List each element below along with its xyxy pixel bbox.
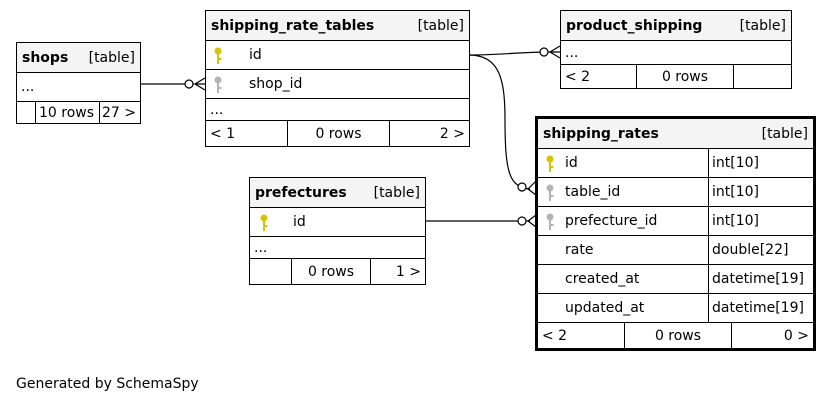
ellipsis-row: ... [206, 98, 469, 120]
column-row[interactable]: id [250, 207, 425, 236]
table-footer: 10 rows 27 > [17, 101, 140, 123]
edge-optional-marker [539, 47, 549, 57]
column-row[interactable]: created_at datetime[19] [538, 264, 813, 293]
children-count[interactable]: 0 > [731, 323, 813, 348]
row-count: 0 rows [287, 121, 389, 146]
table-name: product_shipping [566, 17, 703, 34]
table-product-shipping[interactable]: product_shipping [table] ... < 2 0 rows [560, 10, 792, 89]
table-shops[interactable]: shops [table] ... 10 rows 27 > [16, 42, 141, 124]
row-count: 0 rows [291, 259, 370, 284]
primary-key-icon [260, 214, 268, 231]
table-kind: [table] [761, 125, 808, 142]
parents-count[interactable]: < 1 [210, 125, 236, 142]
column-name: created_at [565, 271, 640, 287]
table-shipping-rate-tables[interactable]: shipping_rate_tables [table] id shop_id … [205, 10, 470, 147]
table-shipping-rates[interactable]: shipping_rates [table] id int[10] table_… [535, 116, 816, 351]
column-name: rate [565, 242, 594, 258]
column-row[interactable]: id int[10] [538, 148, 813, 177]
ellipsis: ... [21, 79, 35, 95]
foreign-key-icon [214, 76, 222, 93]
column-type: double[22] [708, 236, 813, 264]
children-count[interactable]: 1 > [370, 259, 425, 284]
parents-count [17, 102, 35, 123]
table-footer: < 1 0 rows 2 > [206, 120, 469, 146]
ellipsis-row: ... [17, 72, 140, 101]
table-footer: < 2 0 rows [561, 64, 791, 88]
edge-crowfoot [548, 45, 561, 59]
column-name: prefecture_id [565, 213, 658, 229]
table-header: prefectures [table] [250, 178, 425, 207]
children-count[interactable]: 27 > [99, 102, 140, 123]
table-footer: < 2 0 rows 0 > [538, 322, 813, 348]
table-kind: [table] [373, 184, 420, 201]
foreign-key-icon [546, 213, 554, 230]
ellipsis: ... [210, 101, 224, 118]
parents-count[interactable]: < 2 [542, 327, 568, 344]
ellipsis: ... [565, 44, 579, 61]
column-row[interactable]: id [206, 40, 469, 69]
table-header: product_shipping [table] [561, 11, 791, 40]
children-count [733, 65, 791, 88]
column-name: table_id [565, 184, 621, 200]
column-row[interactable]: table_id int[10] [538, 177, 813, 206]
column-row[interactable]: updated_at datetime[19] [538, 293, 813, 322]
parents-count[interactable]: < 2 [565, 68, 591, 85]
column-name: updated_at [565, 300, 645, 316]
edge-crowfoot [193, 77, 206, 91]
table-name: shops [22, 49, 69, 66]
table-name: shipping_rate_tables [211, 17, 375, 34]
children-count[interactable]: 2 > [389, 121, 469, 146]
table-header: shipping_rates [table] [538, 119, 813, 148]
column-name: id [249, 47, 262, 63]
ellipsis: ... [254, 239, 268, 256]
ellipsis-row: ... [250, 236, 425, 258]
column-row[interactable]: rate double[22] [538, 235, 813, 264]
table-header: shipping_rate_tables [table] [206, 11, 469, 40]
table-name: prefectures [255, 184, 347, 201]
edge-optional-marker [517, 216, 527, 226]
table-kind: [table] [739, 17, 786, 34]
ellipsis-row: ... [561, 40, 791, 64]
row-count: 0 rows [636, 65, 733, 88]
column-type: int[10] [708, 178, 813, 206]
table-kind: [table] [417, 17, 464, 34]
column-row[interactable]: shop_id [206, 69, 469, 98]
column-name: shop_id [249, 76, 303, 92]
column-row[interactable]: prefecture_id int[10] [538, 206, 813, 235]
parents-count [250, 259, 291, 284]
primary-key-icon [214, 47, 222, 64]
edge-crowfoot [527, 180, 537, 196]
row-count: 10 rows [35, 102, 99, 123]
table-prefectures[interactable]: prefectures [table] id ... 0 rows 1 > [249, 177, 426, 285]
table-kind: [table] [88, 49, 135, 66]
edge-rate-tables-to-shipping-rates [468, 54, 531, 190]
column-type: datetime[19] [708, 294, 813, 322]
edge-optional-marker [184, 79, 194, 89]
column-name: id [293, 214, 306, 230]
column-type: int[10] [708, 207, 813, 235]
edge-crowfoot [527, 214, 537, 228]
column-type: datetime[19] [708, 265, 813, 293]
column-type: int[10] [708, 149, 813, 177]
foreign-key-icon [546, 184, 554, 201]
edge-optional-marker [517, 182, 527, 192]
edge-rate-tables-to-product-shipping [468, 51, 551, 56]
primary-key-icon [546, 155, 554, 172]
table-footer: 0 rows 1 > [250, 258, 425, 284]
row-count: 0 rows [624, 323, 731, 348]
column-name: id [565, 155, 578, 171]
generated-by-caption: Generated by SchemaSpy [16, 376, 199, 392]
table-name: shipping_rates [543, 125, 659, 142]
table-header: shops [table] [17, 43, 140, 72]
